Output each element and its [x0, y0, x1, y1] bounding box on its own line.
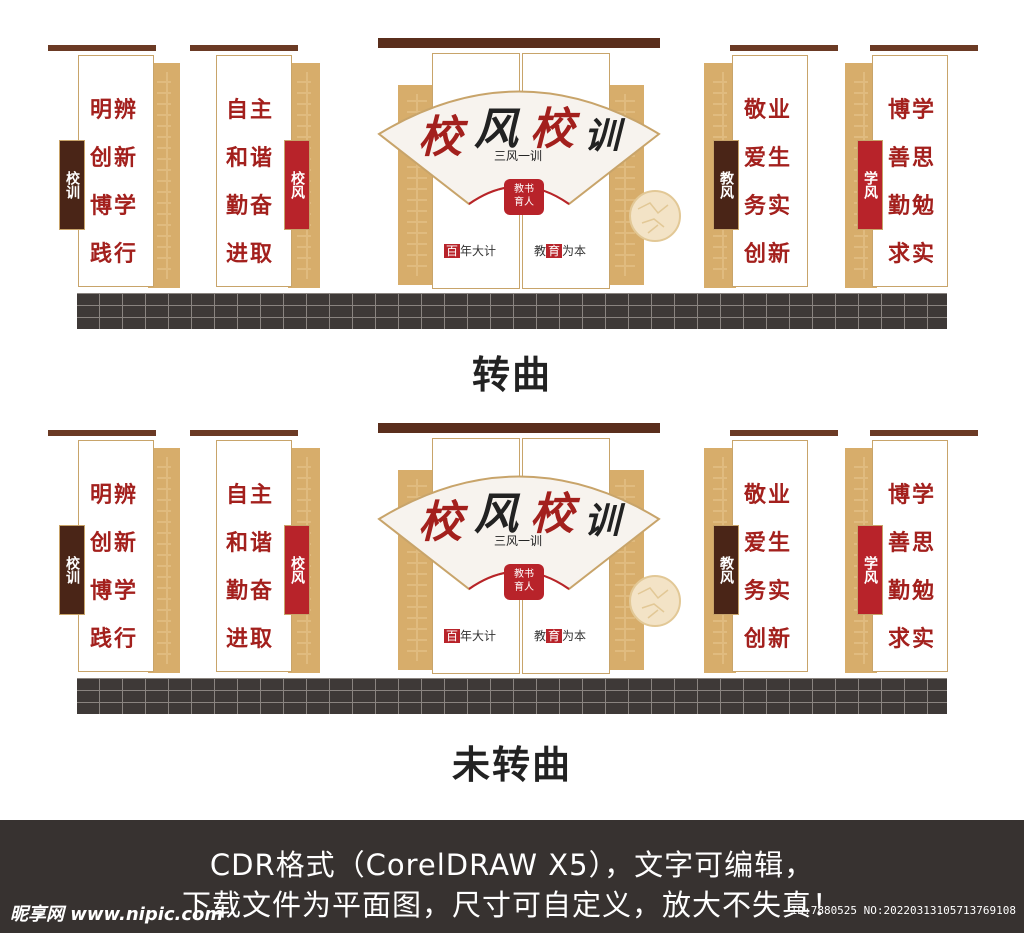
roof — [190, 430, 298, 436]
panel-jiaofeng — [732, 440, 808, 672]
line: 践行 — [90, 627, 139, 652]
panel-text: 博学 善思 勤勉 求实 — [888, 484, 936, 676]
pattern-circle — [629, 190, 681, 242]
panel-text: 自主 和谐 勤奋 进取 — [226, 99, 274, 291]
panel-text: 明辨 创新 博学 践行 — [90, 484, 138, 676]
roof — [48, 430, 156, 436]
watermark: 昵享网 www.nipic.com — [10, 904, 224, 925]
roof — [730, 45, 838, 51]
tag-left: 百年大计 — [444, 244, 497, 258]
brick-base — [77, 293, 947, 329]
line: 明辨 — [90, 483, 139, 508]
line: 明辨 — [90, 98, 139, 123]
fan-subtitle: 三风一训 — [494, 149, 543, 163]
roof — [870, 45, 978, 51]
badge-jiaofeng: 教风 — [713, 525, 739, 615]
fan-title-1: 校 — [418, 497, 462, 548]
fan-title-2: 风 — [474, 104, 518, 155]
line: 博学 — [90, 194, 139, 219]
center-roof — [378, 38, 660, 48]
tag-right: 教育为本 — [534, 629, 587, 643]
line: 博学 — [90, 579, 139, 604]
line: 勤奋 — [226, 579, 275, 604]
fan-title-4: 训 — [584, 500, 621, 542]
line: 勤奋 — [226, 194, 275, 219]
fan-title-1: 校 — [418, 112, 462, 163]
fan-subtitle: 三风一训 — [494, 534, 543, 548]
lattice-panel — [148, 448, 180, 673]
panel-xiaoxun — [78, 440, 154, 672]
lattice-panel — [148, 63, 180, 288]
caption-converted: 转曲 — [471, 353, 552, 397]
panel-jiaofeng — [732, 55, 808, 287]
center-roof — [378, 423, 660, 433]
line: 求实 — [888, 242, 937, 267]
caption-unconverted: 未转曲 — [451, 743, 572, 787]
panel-xiaofeng — [216, 440, 292, 672]
line: 善思 — [888, 531, 937, 556]
badge-xiaoxun: 校训 — [59, 140, 85, 230]
line: 创新 — [90, 146, 139, 171]
badge-jiaofeng: 教风 — [713, 140, 739, 230]
line: 博学 — [888, 483, 937, 508]
seal: 教书育人 — [504, 179, 544, 215]
tag-left: 百年大计 — [444, 629, 497, 643]
badge-xiaofeng: 校风 — [284, 525, 310, 615]
line: 务实 — [744, 579, 793, 604]
line: 求实 — [888, 627, 937, 652]
panel-text: 敬业 爱生 务实 创新 — [744, 99, 792, 291]
pattern-circle — [629, 575, 681, 627]
line: 务实 — [744, 194, 793, 219]
badge-xuefeng: 学风 — [857, 140, 883, 230]
line: 和谐 — [226, 531, 275, 556]
tag-right: 教育为本 — [534, 244, 587, 258]
brick-base — [77, 678, 947, 714]
line: 自主 — [226, 98, 275, 123]
line: 和谐 — [226, 146, 275, 171]
line: 创新 — [744, 627, 793, 652]
roof — [730, 430, 838, 436]
badge-xiaofeng: 校风 — [284, 140, 310, 230]
fan-title-4: 训 — [584, 115, 621, 157]
line: 爱生 — [744, 531, 793, 556]
roof — [870, 430, 978, 436]
line: 践行 — [90, 242, 139, 267]
footer-banner: CDR格式（CorelDRAW X5），文字可编辑， 下载文件为平面图，尺寸可自… — [0, 820, 1024, 933]
design-unconverted: 明辨 创新 博学 践行 校训 自主 和谐 勤奋 进取 校风 校 风 校 训 三风… — [0, 420, 1024, 720]
seal: 教书育人 — [504, 564, 544, 600]
fan-title-3: 校 — [530, 104, 574, 155]
image-id: ID:7880525 NO:20220313105713769108 — [790, 904, 1016, 917]
line: 进取 — [226, 627, 275, 652]
roof — [48, 45, 156, 51]
badge-xuefeng: 学风 — [857, 525, 883, 615]
line: 爱生 — [744, 146, 793, 171]
design-converted: 明辨 创新 博学 践行 校训 自主 和谐 勤奋 进取 校风 校 风 校 训 三风… — [0, 35, 1024, 335]
fan — [377, 475, 661, 591]
badge-xiaoxun: 校训 — [59, 525, 85, 615]
footer-line-1: CDR格式（CorelDRAW X5），文字可编辑， — [209, 848, 815, 882]
line: 博学 — [888, 98, 937, 123]
line: 勤勉 — [888, 579, 937, 604]
line: 勤勉 — [888, 194, 937, 219]
panel-text: 明辨 创新 博学 践行 — [90, 99, 138, 291]
fan-title-3: 校 — [530, 489, 574, 540]
panel-text: 敬业 爱生 务实 创新 — [744, 484, 792, 676]
line: 敬业 — [744, 98, 793, 123]
fan-title-2: 风 — [474, 489, 518, 540]
panel-text: 博学 善思 勤勉 求实 — [888, 99, 936, 291]
line: 创新 — [90, 531, 139, 556]
roof — [190, 45, 298, 51]
line: 自主 — [226, 483, 275, 508]
footer-line-2: 下载文件为平面图，尺寸可自定义，放大不失真！ — [181, 888, 842, 922]
panel-xuefeng — [872, 55, 948, 287]
line: 敬业 — [744, 483, 793, 508]
line: 创新 — [744, 242, 793, 267]
panel-xiaoxun — [78, 55, 154, 287]
line: 善思 — [888, 146, 937, 171]
panel-xiaofeng — [216, 55, 292, 287]
panel-text: 自主 和谐 勤奋 进取 — [226, 484, 274, 676]
line: 进取 — [226, 242, 275, 267]
